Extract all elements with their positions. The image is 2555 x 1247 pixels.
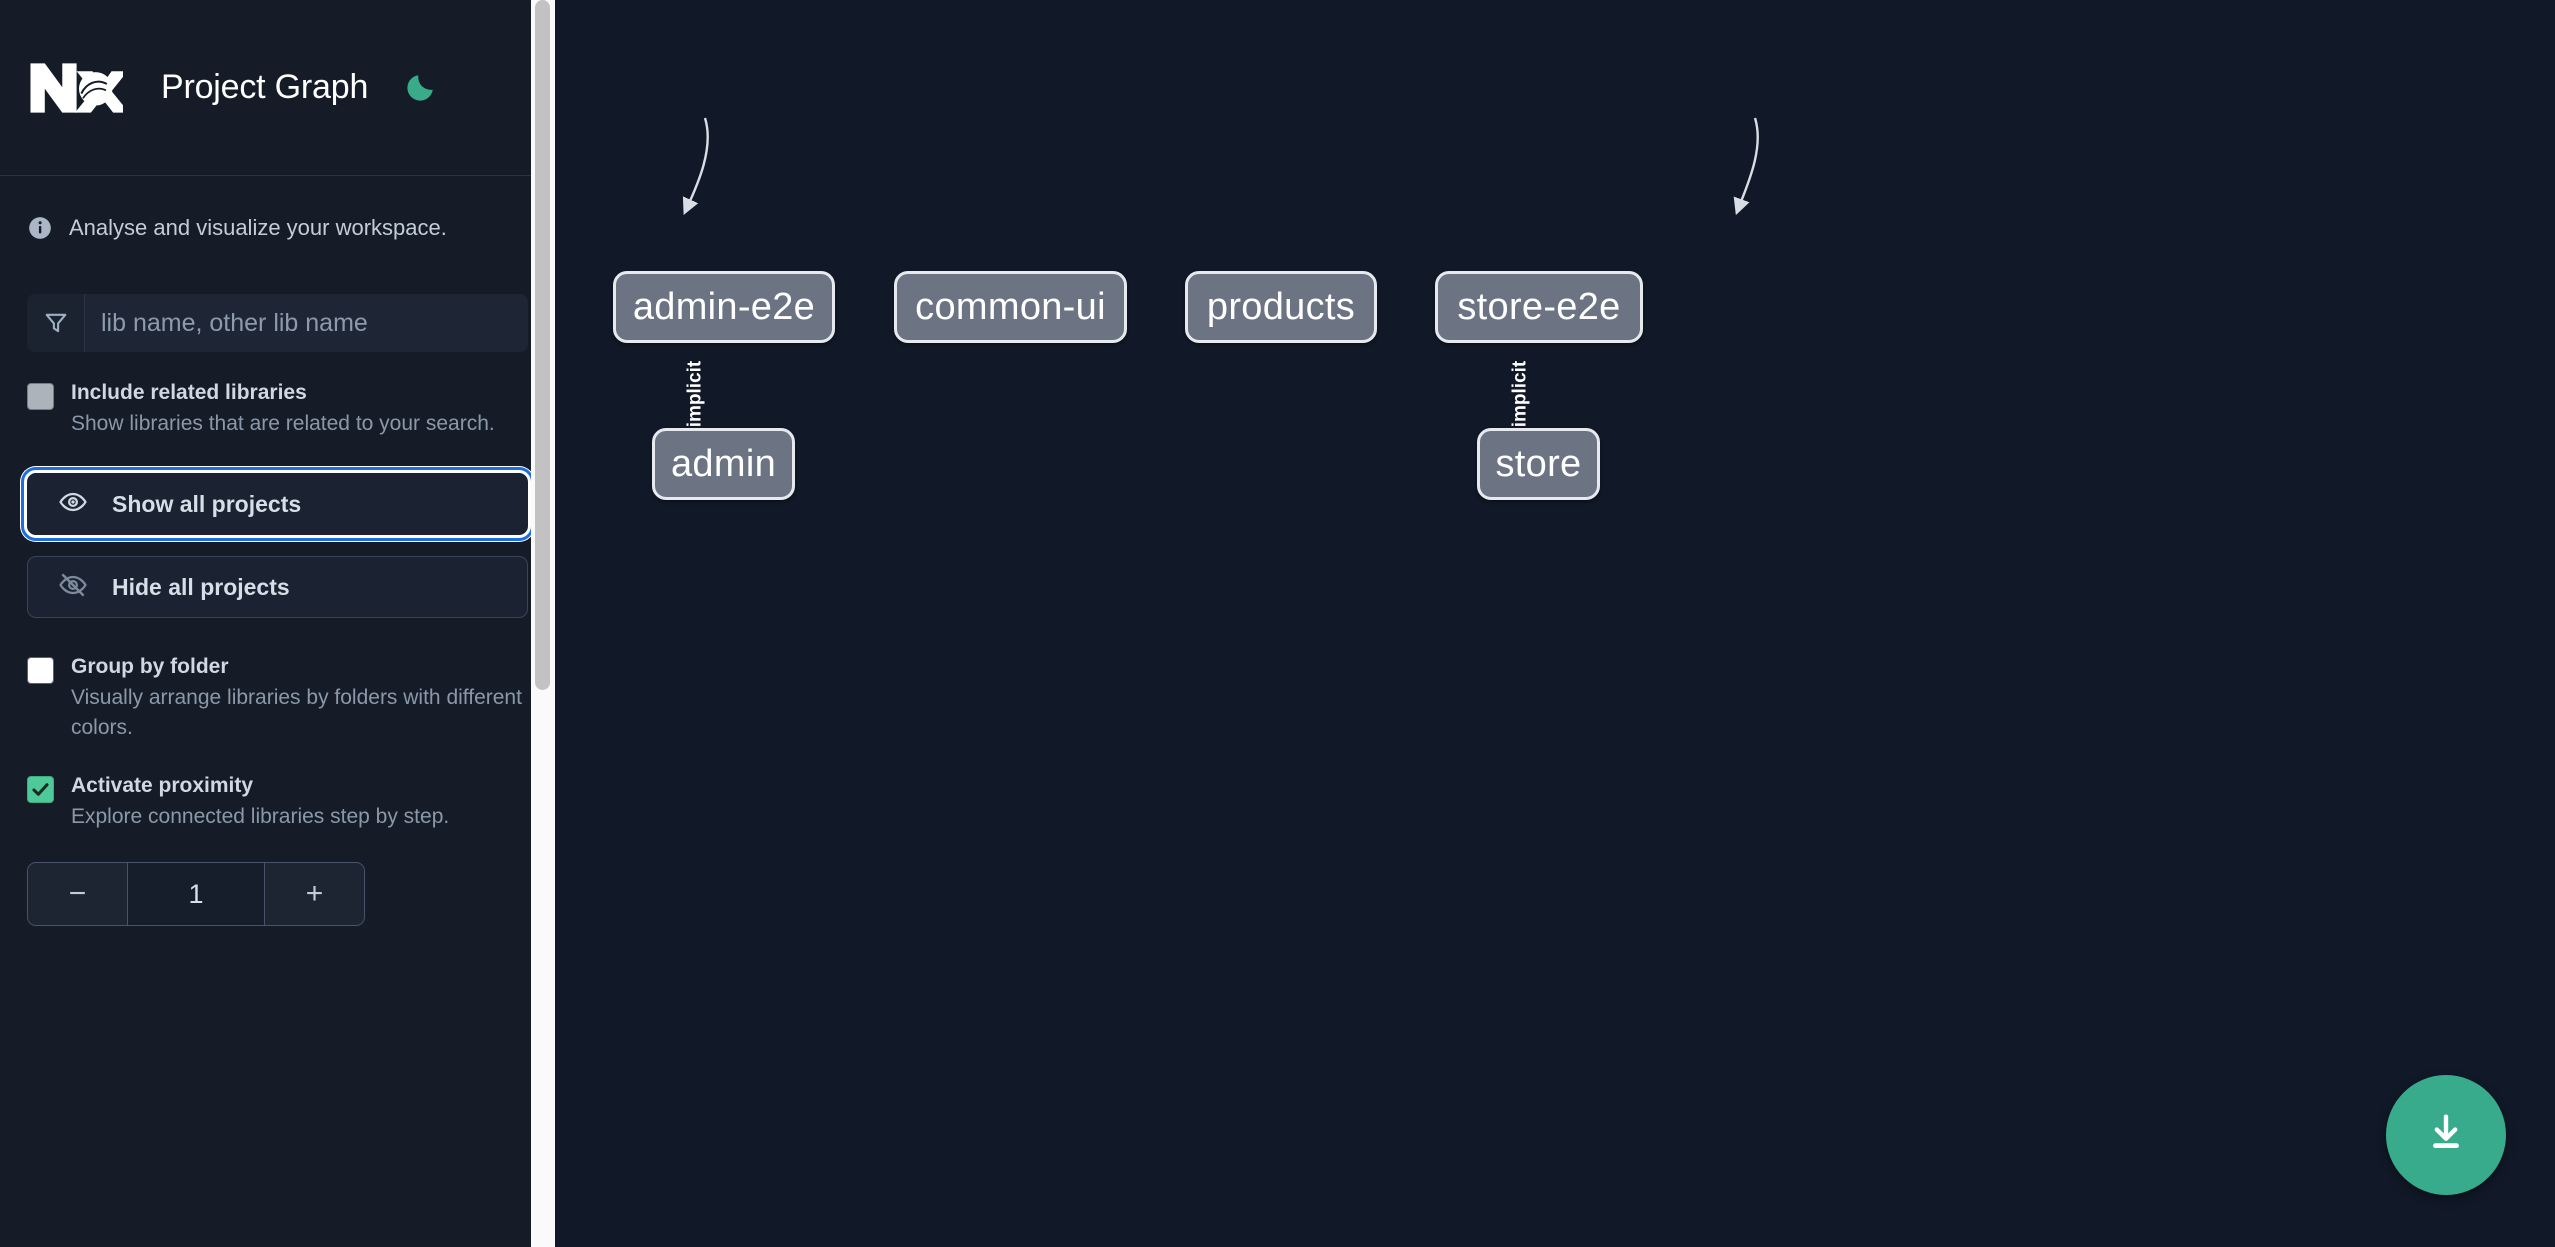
option-activate-proximity: Activate proximity Explore connected lib… [0, 773, 555, 832]
option-group-by-folder: Group by folder Visually arrange librari… [0, 654, 555, 743]
download-graph-button[interactable] [2386, 1075, 2506, 1195]
tagline: Analyse and visualize your workspace. [0, 176, 555, 280]
checkbox-include-related-libraries[interactable] [27, 383, 54, 410]
hide-all-projects-label: Hide all projects [112, 573, 290, 600]
node-label: store [1495, 442, 1582, 485]
eye-icon [58, 487, 88, 522]
info-icon [27, 215, 53, 241]
graph-node-products[interactable]: products [1185, 271, 1377, 343]
show-all-projects-label: Show all projects [112, 490, 302, 517]
eye-off-icon [58, 570, 88, 605]
increment-button[interactable]: + [264, 863, 364, 925]
checkbox-group-by-folder[interactable] [27, 657, 54, 685]
node-label: products [1206, 285, 1356, 328]
graph-node-store-e2e[interactable]: store-e2e [1435, 271, 1643, 343]
graph-node-admin[interactable]: admin [652, 428, 795, 500]
sidebar-scrollbar[interactable] [531, 0, 555, 1247]
hide-all-projects-button[interactable]: Hide all projects [27, 556, 528, 619]
option-description: Visually arrange libraries by folders wi… [71, 686, 522, 740]
graph-edges [682, 117, 1759, 216]
node-label: common-ui [915, 285, 1106, 328]
option-title: Activate proximity [71, 773, 254, 797]
sidebar: Project Graph Analyse and visualize your… [0, 0, 555, 1247]
checkbox-activate-proximity[interactable] [27, 775, 54, 803]
option-description: Show libraries that are related to your … [71, 412, 495, 436]
nx-logo-icon [27, 57, 130, 119]
sidebar-header: Project Graph [0, 0, 555, 176]
graph-node-store[interactable]: store [1477, 428, 1600, 500]
graph-canvas[interactable]: admin-e2e common-ui products store-e2e a… [555, 0, 2555, 1247]
search-input[interactable] [85, 294, 528, 352]
sidebar-scrollbar-thumb[interactable] [535, 0, 550, 690]
show-all-projects-button[interactable]: Show all projects [21, 467, 534, 542]
node-label: store-e2e [1457, 285, 1621, 328]
page-title: Project Graph [161, 68, 369, 106]
filter-funnel-icon[interactable] [27, 294, 85, 352]
node-label: admin-e2e [632, 285, 816, 328]
edge-store-e2e-to-store [1733, 117, 1759, 216]
option-title: Group by folder [71, 655, 229, 679]
filter-box[interactable] [27, 294, 528, 352]
option-title: Include related libraries [71, 381, 307, 404]
graph-node-admin-e2e[interactable]: admin-e2e [613, 271, 835, 343]
proximity-value: 1 [128, 863, 264, 925]
proximity-stepper: − 1 + [27, 862, 365, 926]
edge-admin-e2e-to-admin [682, 117, 709, 216]
node-label: admin [671, 442, 776, 485]
download-icon [2423, 1110, 2469, 1161]
tagline-text: Analyse and visualize your workspace. [69, 215, 447, 240]
filter-row [0, 294, 555, 352]
proximity-stepper-wrap: − 1 + [0, 862, 555, 926]
option-include-related-libraries: Include related libraries Show libraries… [0, 380, 555, 439]
moon-icon[interactable] [398, 66, 442, 110]
decrement-button[interactable]: − [28, 863, 128, 925]
graph-node-common-ui[interactable]: common-ui [894, 271, 1127, 343]
option-description: Explore connected libraries step by step… [71, 805, 450, 829]
visibility-button-group: Show all projects Hide all projects [0, 467, 555, 619]
